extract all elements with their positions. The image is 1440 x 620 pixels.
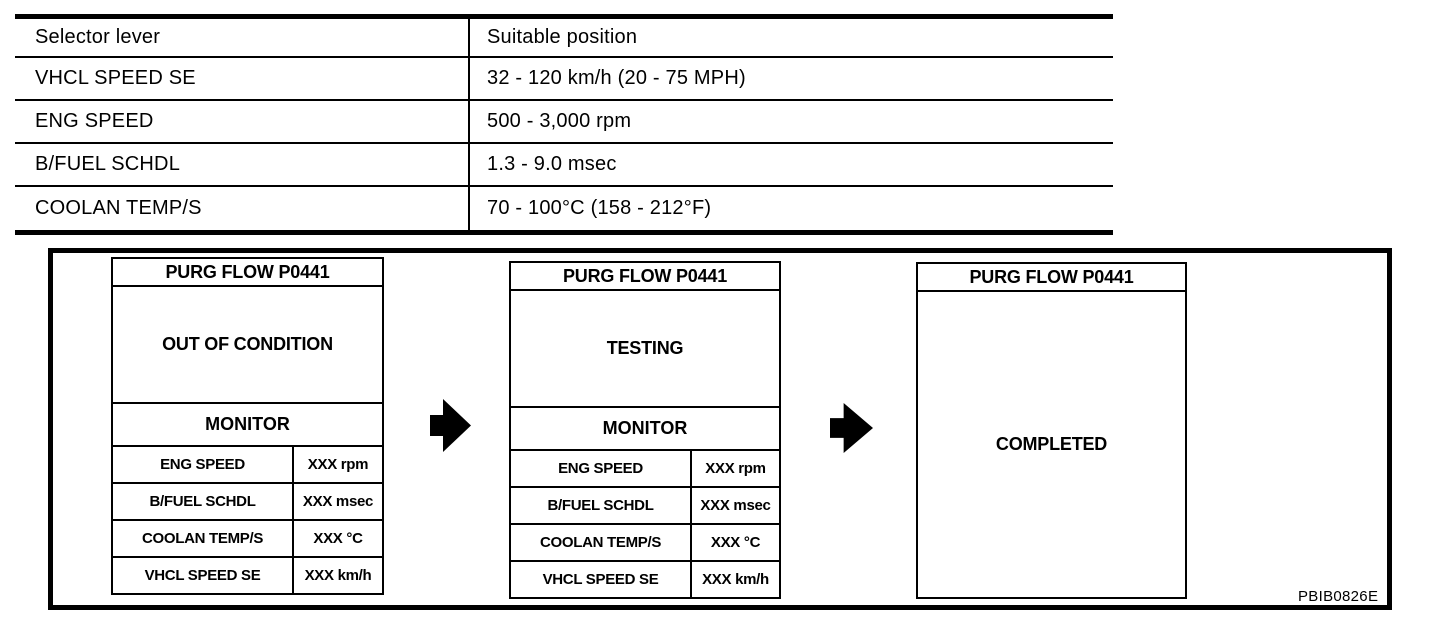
- monitor-row: B/FUEL SCHDL XXX msec: [511, 488, 779, 525]
- monitor-row: ENG SPEED XXX rpm: [113, 447, 382, 484]
- monitor-item-value: XXX msec: [700, 497, 771, 514]
- monitor-item-name: VHCL SPEED SE: [113, 558, 294, 593]
- monitor-row: ENG SPEED XXX rpm: [511, 451, 779, 488]
- monitor-label: MONITOR: [511, 408, 779, 451]
- table-cell-value: 32 - 120 km/h (20 - 75 MPH): [468, 58, 1113, 99]
- monitor-row: VHCL SPEED SE XXX km/h: [511, 562, 779, 597]
- monitor-row: COOLAN TEMP/S XXX °C: [511, 525, 779, 562]
- table-row: VHCL SPEED SE 32 - 120 km/h (20 - 75 MPH…: [15, 58, 1113, 101]
- monitor-label: MONITOR: [113, 404, 382, 447]
- table-header-selector-lever: Selector lever: [35, 26, 161, 48]
- table-row: ENG SPEED 500 - 3,000 rpm: [15, 101, 1113, 144]
- suitable-position-table: Selector lever Suitable position VHCL SP…: [15, 14, 1113, 235]
- table-cell-value: 500 - 3,000 rpm: [468, 101, 1113, 142]
- consult-screen-testing: PURG FLOW P0441 TESTING MONITOR ENG SPEE…: [509, 261, 781, 599]
- monitor-item-name: B/FUEL SCHDL: [113, 484, 294, 519]
- monitor-item-value: XXX °C: [313, 530, 363, 547]
- monitor-item-value: XXX rpm: [307, 456, 369, 473]
- screen-status: TESTING: [511, 291, 779, 408]
- screen-status: OUT OF CONDITION: [113, 287, 382, 404]
- flow-arrow-icon: [430, 399, 471, 452]
- table-cell-value: 1.3 - 9.0 msec: [468, 144, 1113, 185]
- consult-screen-completed: PURG FLOW P0441 COMPLETED: [916, 262, 1187, 599]
- table-header-row: Selector lever Suitable position: [15, 19, 1113, 58]
- table-row: COOLAN TEMP/S 70 - 100°C (158 - 212°F): [15, 187, 1113, 230]
- monitor-item-name: ENG SPEED: [511, 451, 692, 486]
- monitor-item-name: B/FUEL SCHDL: [511, 488, 692, 523]
- monitor-item-value: XXX rpm: [705, 460, 766, 477]
- monitor-item-name: VHCL SPEED SE: [511, 562, 692, 597]
- table-cell-label: COOLAN TEMP/S: [35, 197, 202, 219]
- table-cell-label: VHCL SPEED SE: [35, 67, 196, 89]
- monitor-row: B/FUEL SCHDL XXX msec: [113, 484, 382, 521]
- monitor-item-name: COOLAN TEMP/S: [511, 525, 692, 560]
- table-cell-value: 70 - 100°C (158 - 212°F): [468, 187, 1113, 230]
- screen-title: PURG FLOW P0441: [113, 259, 382, 287]
- monitor-row: COOLAN TEMP/S XXX °C: [113, 521, 382, 558]
- monitor-row: VHCL SPEED SE XXX km/h: [113, 558, 382, 593]
- monitor-item-name: COOLAN TEMP/S: [113, 521, 294, 556]
- flow-arrow-icon: [830, 403, 873, 453]
- table-cell-label: ENG SPEED: [35, 110, 154, 132]
- monitor-item-value: XXX msec: [302, 493, 374, 510]
- table-header-suitable-position: Suitable position: [468, 19, 1113, 56]
- table-row: B/FUEL SCHDL 1.3 - 9.0 msec: [15, 144, 1113, 187]
- screen-title: PURG FLOW P0441: [511, 263, 779, 291]
- monitor-item-value: XXX km/h: [702, 571, 769, 588]
- monitor-item-value: XXX °C: [710, 534, 761, 551]
- figure-id: PBIB0826E: [1298, 588, 1379, 605]
- table-cell-label: B/FUEL SCHDL: [35, 153, 181, 175]
- monitor-item-value: XXX km/h: [304, 567, 372, 584]
- consult-screen-out-of-condition: PURG FLOW P0441 OUT OF CONDITION MONITOR…: [111, 257, 384, 595]
- screen-title: PURG FLOW P0441: [918, 264, 1185, 292]
- screen-status: COMPLETED: [995, 434, 1108, 454]
- monitor-item-name: ENG SPEED: [113, 447, 294, 482]
